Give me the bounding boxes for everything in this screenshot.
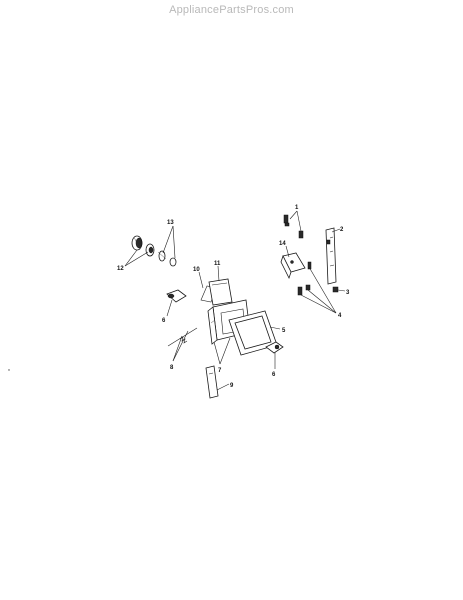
callout-12: 12 bbox=[117, 266, 124, 272]
callout-14: 14 bbox=[279, 241, 286, 247]
spring-rod-part bbox=[167, 327, 198, 347]
screws-part bbox=[283, 214, 304, 239]
site-watermark: AppliancePartsPros.com bbox=[169, 4, 294, 16]
callout-7: 7 bbox=[218, 368, 222, 374]
bracket-part bbox=[325, 227, 337, 285]
control-board-part bbox=[208, 278, 233, 306]
gasket-frame-part bbox=[228, 310, 278, 356]
callout-6-lower: 6 bbox=[272, 372, 276, 378]
stray-mark bbox=[8, 369, 10, 371]
callout-9: 9 bbox=[230, 383, 234, 389]
leader-lines bbox=[124, 210, 346, 391]
callout-11: 11 bbox=[214, 261, 221, 267]
small-knob-part bbox=[166, 289, 187, 303]
small-screw-part bbox=[332, 286, 339, 293]
knob-assembly-part bbox=[131, 235, 177, 267]
screw-set-part bbox=[297, 261, 312, 296]
latch-part bbox=[205, 365, 219, 399]
callout-1: 1 bbox=[295, 205, 299, 211]
mounting-bracket-part bbox=[280, 252, 306, 280]
callout-labels: 13 12 10 11 6 8 7 5 6 9 1 2 14 3 4 bbox=[117, 205, 350, 389]
callout-3: 3 bbox=[346, 290, 350, 296]
callout-10: 10 bbox=[193, 267, 200, 273]
lamp-part bbox=[265, 341, 284, 354]
callout-4: 4 bbox=[338, 313, 342, 319]
callout-6-upper: 6 bbox=[162, 318, 166, 324]
callout-5: 5 bbox=[282, 328, 286, 334]
callout-2: 2 bbox=[340, 227, 344, 233]
callout-8: 8 bbox=[170, 365, 174, 371]
callout-13: 13 bbox=[167, 220, 174, 226]
